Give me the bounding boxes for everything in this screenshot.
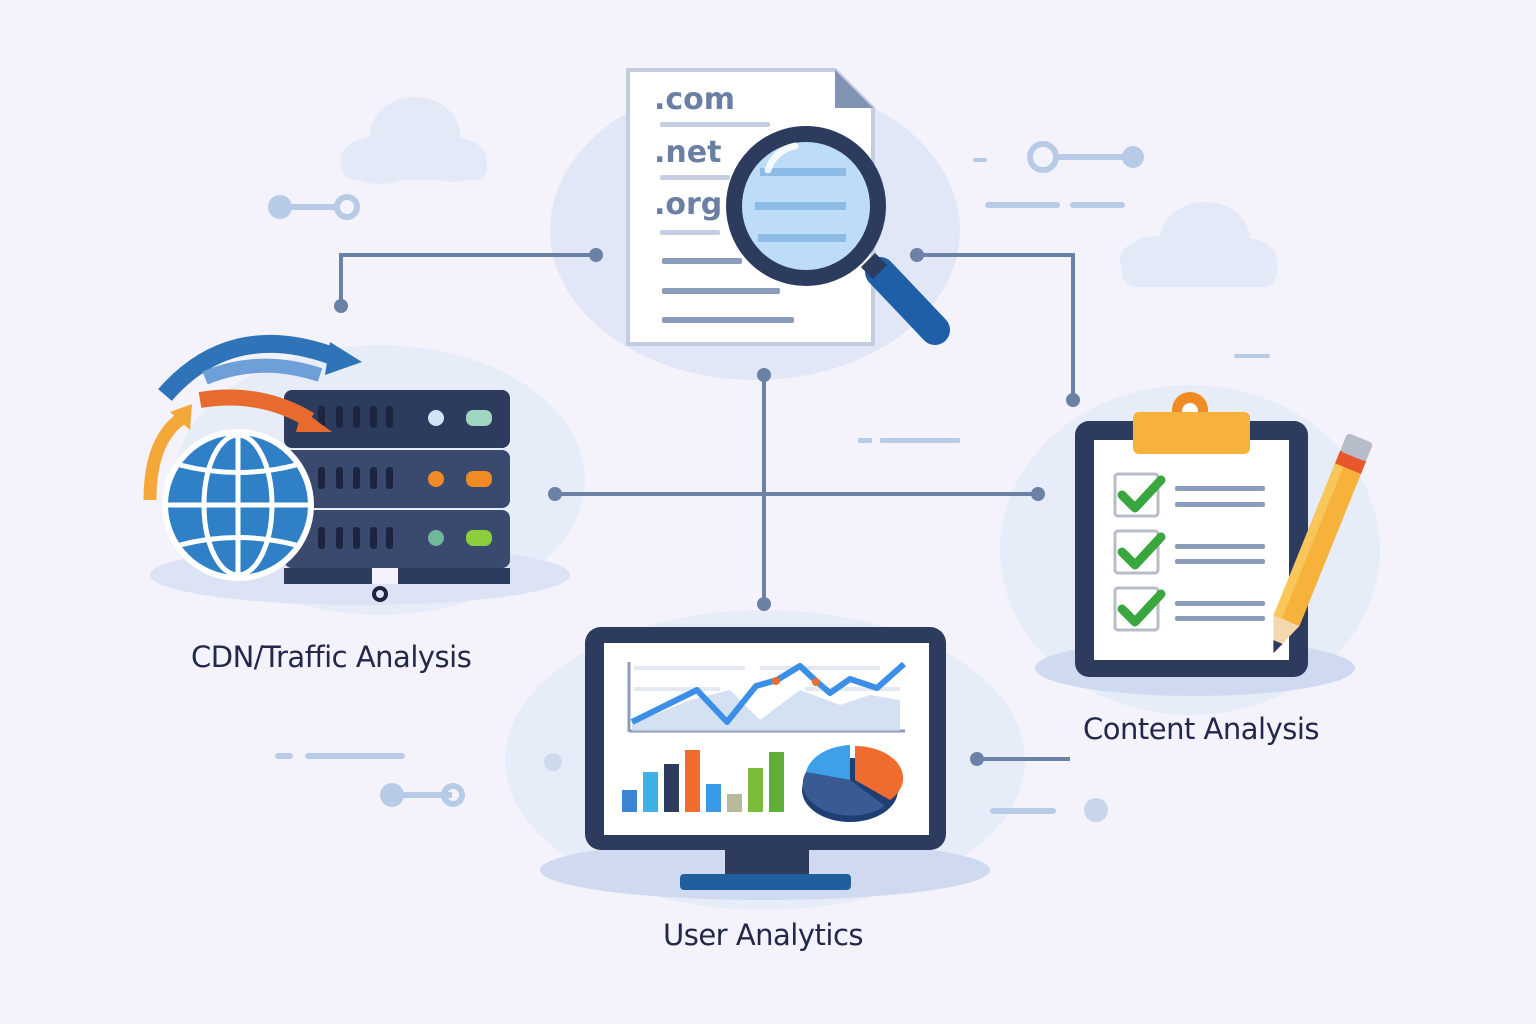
server-icon <box>284 390 510 602</box>
bar <box>748 768 763 812</box>
bar <box>706 784 721 812</box>
bar <box>727 794 742 812</box>
connector-lines <box>339 253 1075 761</box>
tld-net: .net <box>654 135 722 170</box>
tld-org: .org <box>654 187 723 222</box>
globe-icon <box>162 429 314 581</box>
cloud-icon <box>1120 202 1277 287</box>
traffic-arrows-icon <box>143 334 362 501</box>
bar <box>685 750 700 812</box>
connector-dots <box>334 248 1080 766</box>
pie-chart-icon <box>802 745 904 822</box>
bar <box>769 752 784 812</box>
bar-chart-icon <box>622 750 784 812</box>
pencil-icon <box>1273 433 1373 654</box>
label-content-analysis: Content Analysis <box>1083 712 1320 746</box>
line-chart-icon <box>627 661 906 733</box>
cloud-icon <box>340 97 487 184</box>
clipboard-icon <box>1075 392 1308 677</box>
label-cdn-traffic-analysis: CDN/Traffic Analysis <box>191 640 472 674</box>
bar <box>664 764 679 812</box>
label-user-analytics: User Analytics <box>663 918 864 952</box>
tld-com: .com <box>654 82 736 117</box>
bar <box>622 790 637 812</box>
bar <box>643 772 658 812</box>
magnifier-icon <box>726 126 950 345</box>
